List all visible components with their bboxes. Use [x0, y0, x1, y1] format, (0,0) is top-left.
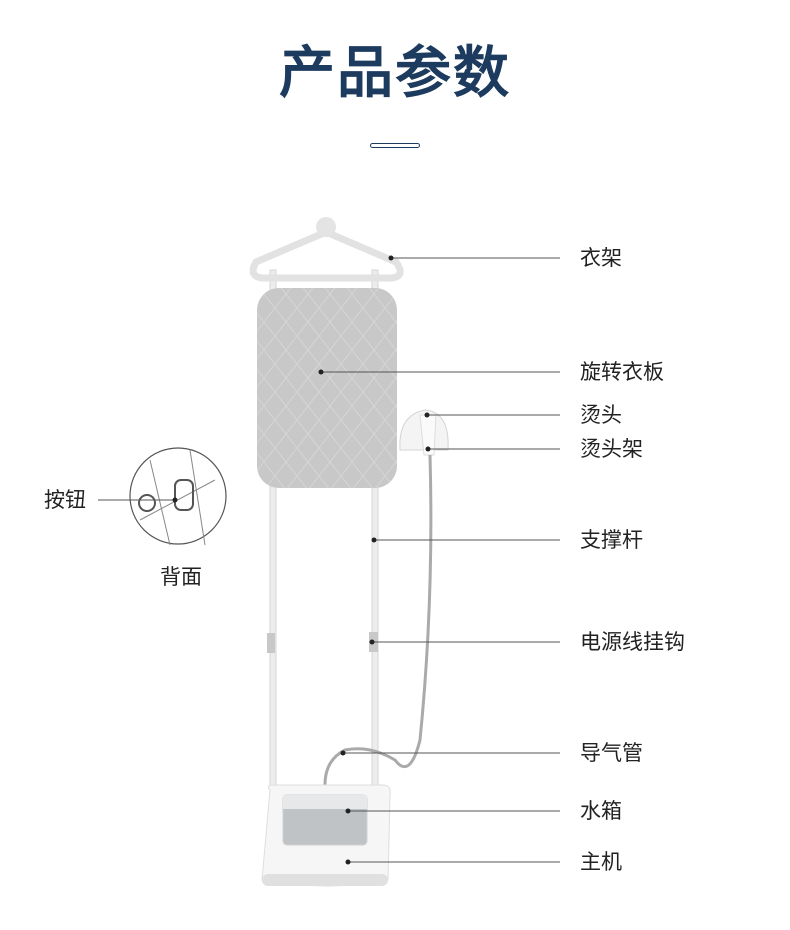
label-head-holder: 烫头架 — [580, 437, 643, 461]
title-underline — [370, 143, 420, 148]
label-hose: 导气管 — [580, 741, 643, 765]
page-title: 产品参数 — [279, 41, 511, 106]
label-main-unit: 主机 — [580, 850, 622, 874]
label-water-tank: 水箱 — [580, 799, 622, 823]
back-view-inset — [129, 447, 227, 545]
label-hanger: 衣架 — [580, 246, 622, 270]
label-back-view: 背面 — [160, 565, 202, 589]
label-button: 按钮 — [44, 488, 86, 512]
label-steam-head: 烫头 — [580, 403, 622, 427]
label-pole: 支撑杆 — [580, 528, 643, 552]
hanger — [249, 228, 404, 282]
hanger-hook — [316, 217, 336, 237]
callout-dots — [172, 255, 431, 865]
label-cord-hook: 电源线挂钩 — [580, 630, 685, 654]
left-clip — [267, 633, 275, 653]
label-board: 旋转衣板 — [580, 360, 664, 384]
button-detail — [174, 479, 194, 511]
leader-lines — [98, 257, 560, 863]
